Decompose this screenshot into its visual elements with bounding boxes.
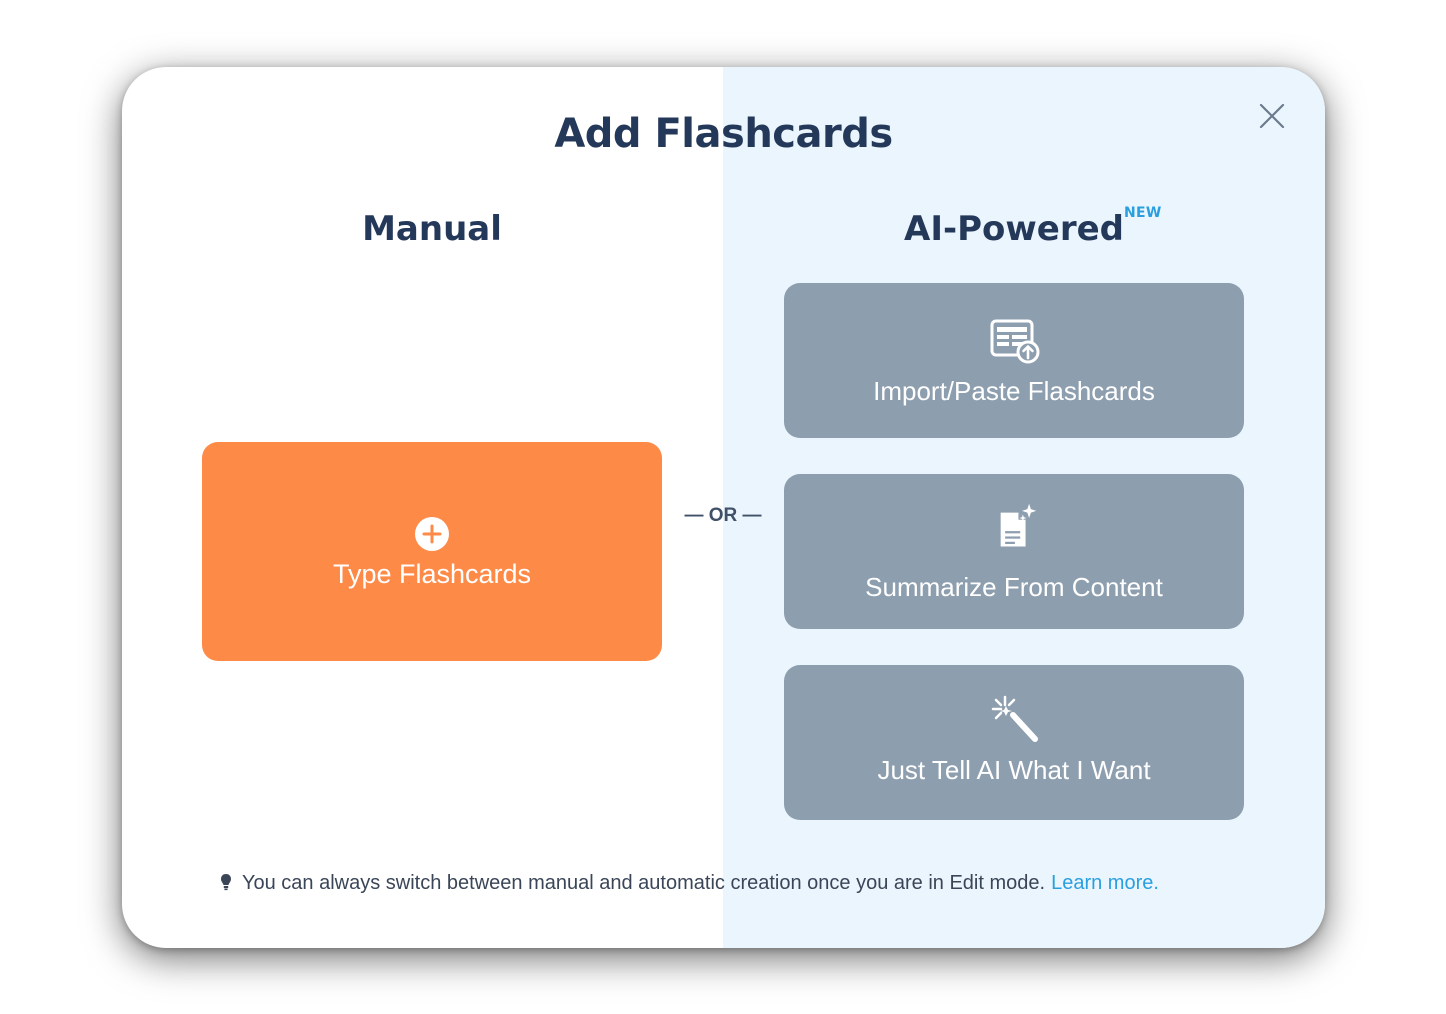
plus-circle-icon [415,517,449,551]
ai-powered-heading: AI-Powered NEW [784,205,1244,249]
or-divider: — OR — [684,505,762,526]
summarize-from-content-label: Summarize From Content [865,572,1163,602]
type-flashcards-label: Type Flashcards [332,559,532,589]
document-sparkle-icon [1000,503,1037,547]
ai-powered-label: AI-Powered [904,209,1124,249]
import-paste-flashcards-button[interactable]: Import/Paste Flashcards [784,283,1244,438]
magic-wand-icon [991,695,1038,742]
add-flashcards-dialog: Add Flashcards Manual AI-Powered NEW Typ… [122,67,1325,948]
manual-heading: Manual [362,209,502,249]
close-icon[interactable] [1259,103,1285,129]
import-table-icon [990,319,1040,364]
lightbulb-icon [221,874,231,891]
type-flashcards-button[interactable]: Type Flashcards [202,442,662,661]
new-badge: NEW [1124,205,1162,221]
import-paste-flashcards-label: Import/Paste Flashcards [873,376,1155,406]
just-tell-ai-label: Just Tell AI What I Want [877,755,1151,785]
just-tell-ai-button[interactable]: Just Tell AI What I Want [784,665,1244,820]
dialog-title: Add Flashcards [554,111,893,157]
learn-more-link[interactable]: Learn more. [1051,872,1159,894]
tip-message: You can always switch between manual and… [242,872,1046,894]
tip-text: You can always switch between manual and… [220,872,1159,895]
summarize-from-content-button[interactable]: Summarize From Content [784,474,1244,629]
